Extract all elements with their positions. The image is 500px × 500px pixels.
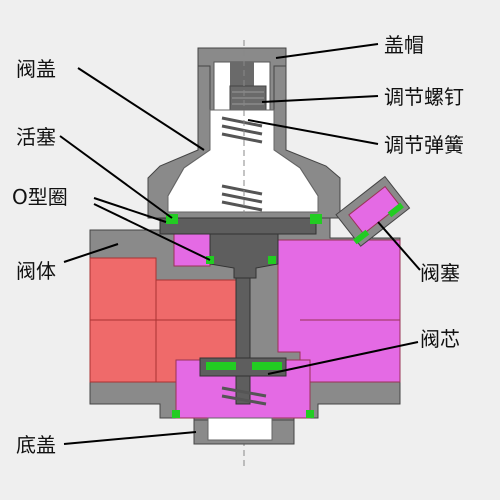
label-cap: 盖帽 — [384, 33, 424, 57]
adjust-spring — [221, 116, 263, 212]
leader-lines — [59, 43, 421, 445]
bottom-cover — [193, 417, 295, 445]
label-valve-plug: 阀塞 — [420, 261, 460, 285]
piston — [159, 217, 317, 279]
valve-cover — [147, 65, 341, 219]
valve-plug — [335, 175, 411, 247]
valve-stem — [235, 277, 251, 405]
label-o-ring: O型圈 — [12, 185, 68, 209]
valve-core — [199, 357, 287, 377]
label-bottom-cover: 底盖 — [16, 433, 56, 457]
label-valve-core: 阀芯 — [420, 327, 460, 351]
adjust-screw — [229, 85, 267, 111]
label-adjust-screw: 调节螺钉 — [384, 85, 464, 109]
label-valve-cover: 阀盖 — [16, 57, 56, 81]
label-piston: 活塞 — [16, 125, 56, 149]
label-valve-body: 阀体 — [16, 259, 56, 283]
label-adjust-spring: 调节弹簧 — [384, 133, 464, 157]
